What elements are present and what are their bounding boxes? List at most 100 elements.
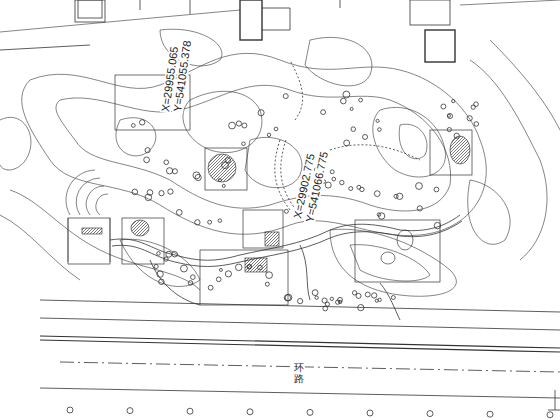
tree-symbol: [218, 219, 222, 223]
tree-symbol: [145, 194, 152, 201]
tree-symbol: [343, 91, 350, 98]
tree-symbol: [208, 285, 213, 290]
tree-symbol: [258, 110, 264, 116]
tree-symbol: [157, 252, 161, 256]
survey-mark: [487, 411, 493, 417]
tree-symbol: [247, 265, 251, 269]
tree-symbol: [229, 122, 236, 129]
tree-symbol: [154, 264, 158, 268]
tree-symbol: [371, 293, 376, 298]
tree-symbol: [222, 184, 225, 187]
tree-symbol: [222, 162, 229, 169]
tree-symbol: [467, 116, 472, 121]
tree-symbol: [265, 282, 269, 286]
tree-symbol: [164, 257, 168, 261]
tree-symbol: [132, 189, 138, 195]
tree-symbol: [168, 189, 173, 194]
survey-mark: [187, 408, 193, 414]
tree-symbol: [145, 148, 150, 153]
tree-symbol: [258, 265, 263, 270]
tree-symbol: [323, 306, 328, 311]
tree-symbol: [131, 124, 135, 128]
tree-symbol: [166, 168, 172, 174]
tree-symbol: [325, 182, 331, 188]
tree-symbol: [159, 191, 164, 196]
tree-symbol: [218, 179, 221, 182]
tree-symbol: [351, 127, 356, 132]
tree-symbol: [396, 193, 402, 199]
survey-mark: [67, 407, 73, 413]
tree-symbol: [448, 114, 453, 119]
tree-symbol: [242, 123, 247, 128]
tree-symbol: [195, 174, 201, 180]
tree-symbol: [330, 170, 334, 174]
tree-symbol: [441, 104, 446, 109]
tree-symbol: [356, 293, 361, 298]
tree-symbol: [365, 292, 370, 297]
tree-symbol: [378, 213, 384, 219]
tree-symbol: [434, 222, 440, 228]
fan-terrace: [66, 170, 110, 262]
tree-symbol: [219, 268, 222, 271]
tree-symbol: [267, 133, 270, 136]
tree-symbol: [341, 98, 347, 104]
survey-mark: [367, 410, 373, 416]
contour-lines: [0, 29, 560, 296]
detail-frames: [68, 75, 472, 305]
survey-mark: [307, 409, 313, 415]
tree-symbol: [164, 160, 169, 165]
tree-symbol: [447, 114, 450, 117]
tree-symbol: [242, 142, 246, 146]
tree-symbol: [363, 134, 368, 139]
tree-symbol: [374, 191, 380, 197]
tree-symbol: [434, 187, 439, 192]
tree-symbol: [454, 133, 459, 138]
tree-symbol: [285, 294, 292, 301]
tree-symbol: [312, 290, 318, 296]
survey-mark: [547, 412, 553, 418]
tree-symbol: [247, 265, 251, 269]
tree-symbol: [339, 300, 342, 303]
tree-symbol: [474, 122, 479, 127]
tree-symbol: [274, 127, 278, 131]
tree-symbol: [298, 298, 303, 303]
tree-symbol: [284, 209, 288, 213]
tree-symbol: [176, 210, 182, 216]
tree-symbol: [471, 105, 475, 109]
survey-mark: [247, 409, 253, 415]
tree-symbol: [166, 251, 172, 257]
tree-symbol: [350, 107, 353, 110]
tree-symbols: [131, 91, 478, 311]
tree-symbol: [417, 206, 422, 211]
tree-symbol: [344, 140, 350, 146]
road-name: 环路: [293, 362, 305, 384]
tree-symbol: [191, 275, 196, 280]
tree-symbol: [139, 120, 144, 125]
tree-symbol: [157, 271, 163, 277]
tree-symbol: [358, 305, 364, 311]
tree-symbol: [188, 281, 193, 286]
tree-symbol: [332, 177, 336, 181]
tree-symbol: [283, 94, 288, 99]
tree-symbol: [349, 187, 353, 191]
tree-symbol: [321, 110, 326, 115]
tree-symbol: [225, 271, 231, 277]
tree-symbol: [360, 187, 364, 191]
tree-symbol: [359, 98, 363, 102]
tree-symbol: [378, 298, 381, 301]
tree-symbol: [208, 220, 212, 224]
tree-symbol: [330, 297, 333, 300]
tree-symbol: [235, 264, 242, 271]
tree-symbol: [181, 265, 188, 272]
tree-symbol: [394, 194, 398, 198]
tree-symbol: [144, 157, 150, 163]
tree-symbol: [322, 298, 327, 303]
tree-symbol: [416, 183, 423, 190]
survey-mark: [127, 408, 133, 414]
tree-symbol: [452, 99, 455, 102]
survey-marks: [67, 407, 553, 418]
tree-symbol: [340, 180, 344, 184]
tree-symbol: [172, 251, 178, 257]
tree-symbol: [236, 121, 241, 126]
